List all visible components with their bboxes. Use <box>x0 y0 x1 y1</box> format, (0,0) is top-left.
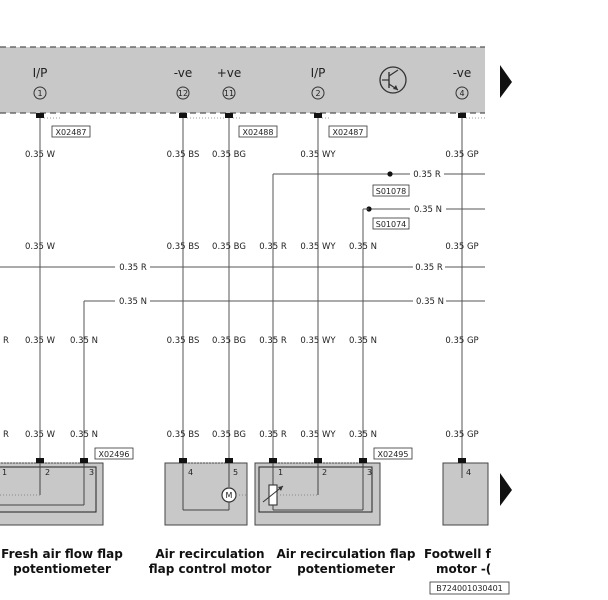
figure-reference: B724001030401 <box>436 584 503 593</box>
pin-number: 12 <box>178 89 188 98</box>
continuation-arrow-icon <box>500 65 512 98</box>
wire-label: 0.35 WY <box>300 150 336 160</box>
wire-label: 0.35 GP <box>445 336 478 346</box>
component-name: flap control motor <box>149 562 272 576</box>
wire-label: 0.35 BS <box>167 242 200 252</box>
wire-label: 0.35 W <box>25 336 56 346</box>
wire-label: 0.35 R <box>259 336 287 346</box>
motor-label: M <box>226 491 233 500</box>
wire-label: 0.35 R <box>119 263 147 273</box>
connector-box <box>51 125 91 138</box>
wire-label: 0.35 W <box>25 430 56 440</box>
figure-reference-box <box>429 581 510 595</box>
signal-label-4: I/P <box>311 66 326 80</box>
connector-id: X02495 <box>378 450 409 459</box>
pin-circles <box>33 86 469 100</box>
connector-id: X02496 <box>99 450 130 459</box>
continuation-arrow-icon <box>500 473 512 506</box>
wire-label: 0.35 N <box>70 336 98 346</box>
wire-label: R <box>3 430 9 440</box>
control-unit-box <box>0 46 485 114</box>
wire-label: 0.35 GP <box>445 150 478 160</box>
signal-label-2: -ve <box>174 66 193 80</box>
wire-label: 0.35 WY <box>300 336 336 346</box>
component-pin: 2 <box>322 468 327 477</box>
wire-label: 0.35 BS <box>167 430 200 440</box>
wire-label: 0.35 N <box>416 297 444 307</box>
connector-box <box>238 125 278 138</box>
component-name: potentiometer <box>297 562 395 576</box>
component-name: Footwell f <box>424 547 492 561</box>
component-name: Fresh air flow flap <box>1 547 123 561</box>
component-pin: 1 <box>278 468 283 477</box>
connector-box <box>94 447 134 460</box>
connector-box <box>328 125 368 138</box>
wire-label: 0.35 W <box>25 242 56 252</box>
component-pin: 5 <box>233 468 238 477</box>
wire-label: 0.35 R <box>259 430 287 440</box>
wire-label: 0.35 R <box>259 242 287 252</box>
component-pin: 4 <box>466 468 471 477</box>
pin-number: 4 <box>459 89 464 98</box>
component-name: Air recirculation flap <box>277 547 416 561</box>
horizontal-wires <box>0 173 485 302</box>
potentiometer-icon <box>0 480 85 506</box>
wire-label: R <box>3 336 9 346</box>
pin-number: 1 <box>37 89 42 98</box>
component-name: Air recirculation <box>155 547 264 561</box>
pin-number: 11 <box>224 89 234 98</box>
wire-label: 0.35 GP <box>445 242 478 252</box>
wire-label: 0.35 N <box>349 430 377 440</box>
wire-label: 0.35 R <box>413 170 441 180</box>
transistor-icon <box>379 66 407 94</box>
signal-label-3: +ve <box>217 66 242 80</box>
component-pin: 3 <box>367 468 372 477</box>
component-pin: 1 <box>2 468 7 477</box>
wire-label: 0.35 BG <box>212 150 246 160</box>
component-pin: 2 <box>45 468 50 477</box>
splice-box <box>372 184 410 197</box>
signal-label-1: I/P <box>33 66 48 80</box>
wire-label: 0.35 BG <box>212 242 246 252</box>
connector-box <box>373 447 413 460</box>
splice-box <box>372 217 410 230</box>
wire-label: 0.35 N <box>414 205 442 215</box>
wire-label: 0.35 BS <box>167 336 200 346</box>
wire-label: 0.35 WY <box>300 242 336 252</box>
wire-label: 0.35 N <box>119 297 147 307</box>
wire-label: 0.35 R <box>415 263 443 273</box>
header-terminals <box>36 113 485 119</box>
wire-label: 0.35 N <box>349 336 377 346</box>
pin-number: 2 <box>315 89 320 98</box>
wire-label: 0.35 WY <box>300 430 336 440</box>
connector-id: X02487 <box>56 128 87 137</box>
wire-label: 0.35 GP <box>445 430 478 440</box>
wire-label: 0.35 BG <box>212 430 246 440</box>
component-pin: 3 <box>89 468 94 477</box>
potentiometer-icon <box>262 478 364 511</box>
connector-id: X02488 <box>243 128 274 137</box>
component-terminals <box>0 458 466 480</box>
wire-label: 0.35 BS <box>167 150 200 160</box>
vertical-wires <box>39 118 463 458</box>
component-pin: 4 <box>188 468 193 477</box>
component-name: motor -( <box>436 562 491 576</box>
signal-label-5: -ve <box>453 66 472 80</box>
wire-label: 0.35 N <box>70 430 98 440</box>
connector-id: X02487 <box>333 128 364 137</box>
component-box-fresh-air <box>0 462 104 526</box>
splice-point <box>387 171 393 177</box>
wire-label: 0.35 BG <box>212 336 246 346</box>
motor-icon <box>182 478 246 511</box>
splice-id: S01074 <box>376 220 407 229</box>
wire-label: 0.35 W <box>25 150 56 160</box>
component-name: potentiometer <box>13 562 111 576</box>
splice-id: S01078 <box>376 187 407 196</box>
wire-label: 0.35 N <box>349 242 377 252</box>
